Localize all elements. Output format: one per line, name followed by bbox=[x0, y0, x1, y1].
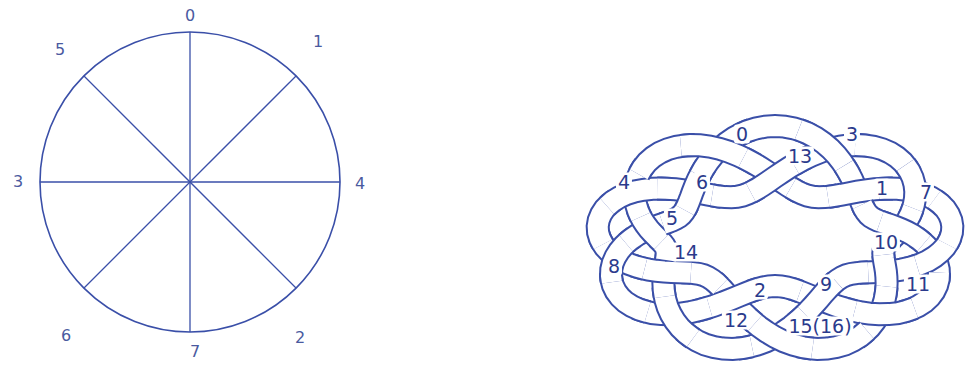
point-number: 7 bbox=[190, 344, 200, 360]
point-number: 4 bbox=[355, 176, 365, 192]
segment-number: 6 bbox=[694, 173, 710, 192]
segment-number: 0 bbox=[734, 125, 750, 144]
point-number: 3 bbox=[13, 174, 23, 190]
radius-line bbox=[84, 76, 296, 288]
segment-number: 8 bbox=[606, 257, 622, 276]
segment-number: 10 bbox=[872, 233, 900, 252]
segment-number: 4 bbox=[616, 173, 632, 192]
segment-number: 5 bbox=[664, 209, 680, 228]
point-number: 2 bbox=[295, 330, 305, 346]
point-number: 6 bbox=[61, 328, 71, 344]
segment-number: 14 bbox=[672, 243, 700, 262]
segment-number: 3 bbox=[844, 125, 860, 144]
segment-number: 15(16) bbox=[786, 317, 853, 336]
circle-outline bbox=[40, 32, 340, 332]
radius-line bbox=[84, 76, 296, 288]
segment-number: 12 bbox=[722, 311, 750, 330]
segment-number: 13 bbox=[786, 147, 814, 166]
strand-fill bbox=[934, 199, 952, 244]
segment-number: 2 bbox=[752, 281, 768, 300]
segment-number: 9 bbox=[818, 275, 834, 294]
strand-outline bbox=[934, 199, 952, 244]
segment-number: 7 bbox=[918, 183, 934, 202]
point-number: 1 bbox=[313, 34, 323, 50]
segment-number: 1 bbox=[874, 179, 890, 198]
point-number: 0 bbox=[185, 8, 195, 24]
point-number: 5 bbox=[55, 42, 65, 58]
segment-number: 11 bbox=[904, 275, 932, 294]
